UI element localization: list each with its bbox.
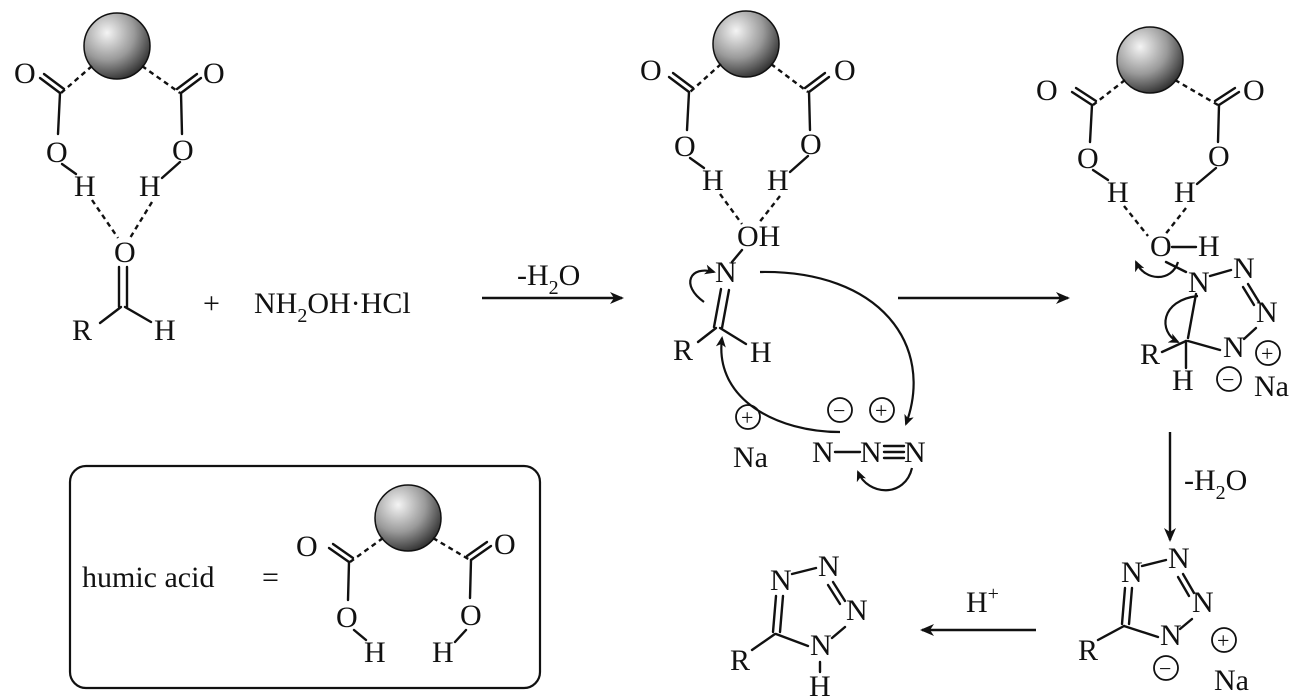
atom-r: R (730, 644, 750, 677)
atom-o-carbonyl-right: O (494, 528, 516, 561)
atom-h-left: H (702, 164, 724, 197)
sodium-ion: Na (1254, 370, 1289, 403)
humic-sphere-2 (712, 10, 780, 78)
ring-n-right: N (1192, 586, 1214, 619)
legend-label: humic acid (82, 561, 214, 594)
atom-h-left: H (364, 636, 386, 669)
atom-o-hydroxyl-right: O (800, 128, 822, 161)
ring-n4: N (1223, 331, 1245, 364)
aldehyde-humic-complex: O O O O H H O R H (14, 12, 225, 347)
step1-subscript: 2 (549, 277, 559, 299)
arrow-step-3: -H2O (1164, 432, 1247, 542)
atom-n-azide-3: N (904, 436, 926, 469)
dehydration-subscript: 2 (1216, 482, 1226, 504)
atom-h-left: H (74, 170, 96, 203)
atom-o-aldehyde: O (114, 236, 136, 269)
atom-o-carbonyl-left: O (14, 57, 36, 90)
sodium-ion: Na (1214, 664, 1249, 697)
positive-charge: + (1261, 341, 1273, 366)
atom-o-carbonyl-left: O (640, 54, 662, 87)
atom-o-hydroxyl-left: O (336, 601, 358, 634)
positive-charge: + (741, 405, 753, 430)
ring-n-top-right: N (1168, 542, 1190, 575)
atom-o-hydroxyl-left: O (46, 136, 68, 169)
atom-r: R (673, 334, 693, 367)
atom-o-intermediate: O (1150, 230, 1172, 263)
ring-n-bottom: N (1160, 619, 1182, 652)
atom-r: R (72, 314, 92, 347)
legend-box: humic acid = O O O O H H (68, 464, 542, 690)
atom-o-hydroxyl-right: O (172, 134, 194, 167)
atom-r: R (1078, 634, 1098, 667)
reagent-subscript: 2 (297, 305, 307, 327)
atom-h-imine: H (750, 336, 772, 369)
step1-prefix: -H (517, 259, 549, 292)
ring-n-top-left: N (770, 564, 792, 597)
svg-text:-H2O: -H2O (517, 259, 580, 299)
atom-h-intermediate: H (1198, 230, 1220, 263)
humic-sphere-3 (1116, 26, 1184, 94)
atom-o-carbonyl-right: O (834, 54, 856, 87)
atom-n-azide-2: N (860, 436, 882, 469)
step1-suffix: O (559, 259, 581, 292)
atom-n-azide-1: N (812, 436, 834, 469)
atom-h-right: H (767, 164, 789, 197)
atom-h-right: H (432, 636, 454, 669)
atom-r: R (1140, 338, 1160, 371)
protonation-superscript: + (988, 583, 999, 605)
ring-n-top-right: N (818, 550, 840, 583)
reagent-part2: OH·HCl (307, 287, 410, 320)
dehydration-prefix: -H (1184, 464, 1216, 497)
atom-o-carbonyl-right: O (203, 57, 225, 90)
negative-charge: − (1159, 656, 1171, 681)
arrow-step-1: -H2O (482, 259, 624, 304)
atom-h-right: H (1174, 176, 1196, 209)
reagent-part1: NH (254, 287, 297, 320)
oxime-humic-complex: O O O O H H OH N R H (640, 10, 915, 434)
legend-equals: = (262, 561, 279, 594)
oxime-oh: OH (737, 220, 780, 253)
reagent-hydroxylamine: NH2OH·HCl (254, 287, 411, 327)
protonation-base: H (966, 586, 988, 619)
svg-text:-H2O: -H2O (1184, 464, 1247, 504)
negative-charge: − (833, 398, 845, 423)
atom-h-right: H (139, 170, 161, 203)
ring-n-bottom: N (810, 629, 832, 662)
positive-charge: + (1217, 628, 1229, 653)
atom-o-carbonyl-left: O (296, 530, 318, 563)
atom-h-aldehyde: H (154, 314, 176, 347)
sodium-azide: + Na − + N N N (733, 397, 926, 492)
tetrazolate-sodium: N N N N R + − Na (1078, 542, 1249, 697)
positive-charge: + (875, 398, 887, 423)
ring-n3: N (1256, 296, 1278, 329)
svg-text:H+: H+ (966, 583, 999, 619)
atom-o-hydroxyl-right: O (1208, 140, 1230, 173)
tetrazole-product: N N N N R H (730, 550, 868, 700)
plus-sign: + (203, 287, 220, 320)
ring-n-right: N (846, 594, 868, 627)
ring-n2: N (1233, 252, 1255, 285)
negative-charge: − (1222, 367, 1234, 392)
atom-o-hydroxyl-right: O (460, 599, 482, 632)
humic-sphere-1 (83, 12, 151, 80)
ring-n1: N (1188, 266, 1210, 299)
atom-o-hydroxyl-left: O (1077, 142, 1099, 175)
atom-o-carbonyl-right: O (1243, 74, 1265, 107)
atom-h-ring: H (1172, 364, 1194, 397)
atom-n-oxime: N (715, 256, 737, 289)
humic-sphere-legend (374, 484, 442, 552)
atom-h-left: H (1107, 176, 1129, 209)
atom-o-hydroxyl-left: O (674, 130, 696, 163)
atom-o-carbonyl-left: O (1036, 74, 1058, 107)
arrow-step-4: H+ (920, 583, 1036, 636)
dehydration-suffix: O (1226, 464, 1248, 497)
atom-h-nh: H (809, 670, 831, 700)
cyclic-intermediate: O O O O H H O H N N N N R H + − Na (1036, 26, 1289, 403)
ring-n-top-left: N (1121, 556, 1143, 589)
sodium-ion: Na (733, 441, 768, 474)
svg-text:NH2OH·HCl: NH2OH·HCl (254, 287, 411, 327)
